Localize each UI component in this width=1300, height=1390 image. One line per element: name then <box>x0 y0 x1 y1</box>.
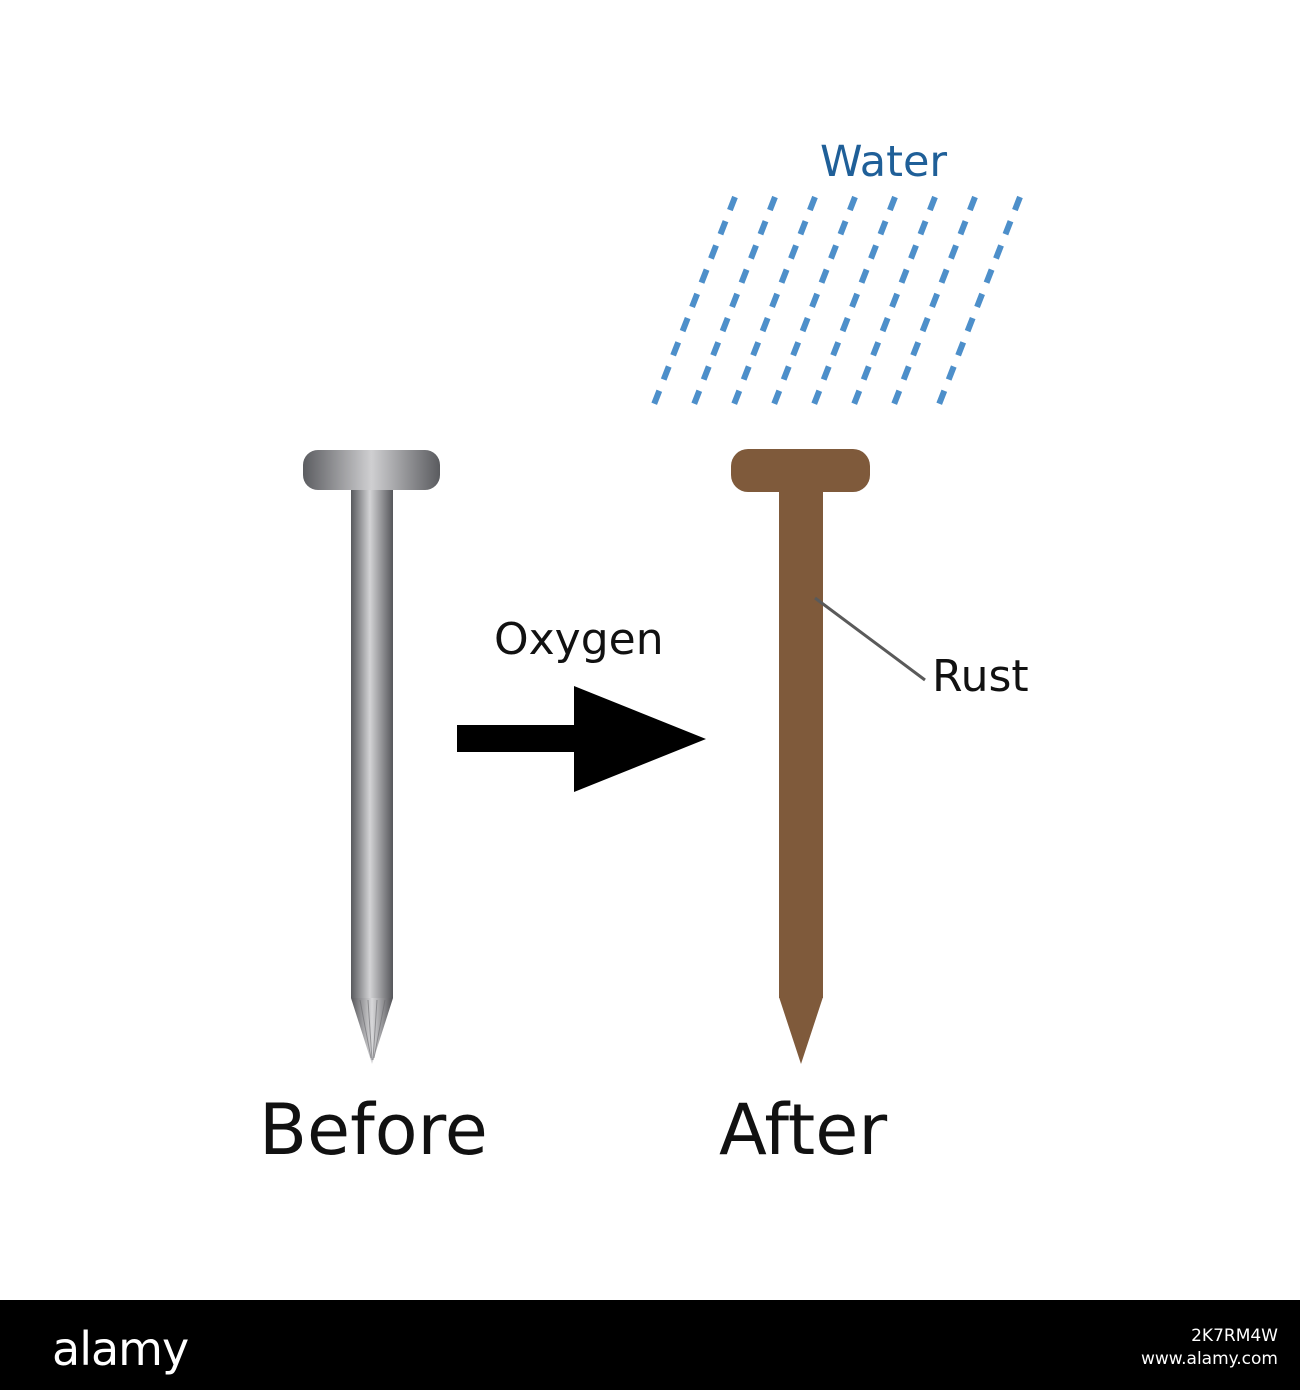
water-drop-line <box>851 197 935 412</box>
water-drop-line <box>936 197 1020 412</box>
rusted-nail-icon <box>731 449 870 1064</box>
alamy-logo: alamy <box>52 1322 188 1376</box>
rust-label: Rust <box>932 655 1029 699</box>
watermark-footer: alamy 2K7RM4W www.alamy.com <box>0 1300 1300 1390</box>
water-drops-icon <box>651 197 1020 412</box>
after-label: After <box>719 1095 887 1165</box>
water-drop-line <box>891 197 975 412</box>
oxygen-label: Oxygen <box>494 618 664 662</box>
rusting-diagram: Water Oxygen Rust Before After <box>0 0 1300 1300</box>
steel-nail-icon <box>303 450 440 1064</box>
image-credit: 2K7RM4W www.alamy.com <box>1141 1325 1278 1371</box>
site-url: www.alamy.com <box>1141 1348 1278 1371</box>
rust-leader-line <box>815 598 925 680</box>
right-arrow-icon <box>457 686 706 792</box>
water-label: Water <box>820 141 947 184</box>
water-drop-line <box>731 197 815 412</box>
before-label: Before <box>259 1095 488 1165</box>
water-drop-line <box>771 197 855 412</box>
water-drop-line <box>811 197 895 412</box>
image-id: 2K7RM4W <box>1141 1325 1278 1348</box>
water-drop-line <box>651 197 735 412</box>
water-drop-line <box>691 197 775 412</box>
